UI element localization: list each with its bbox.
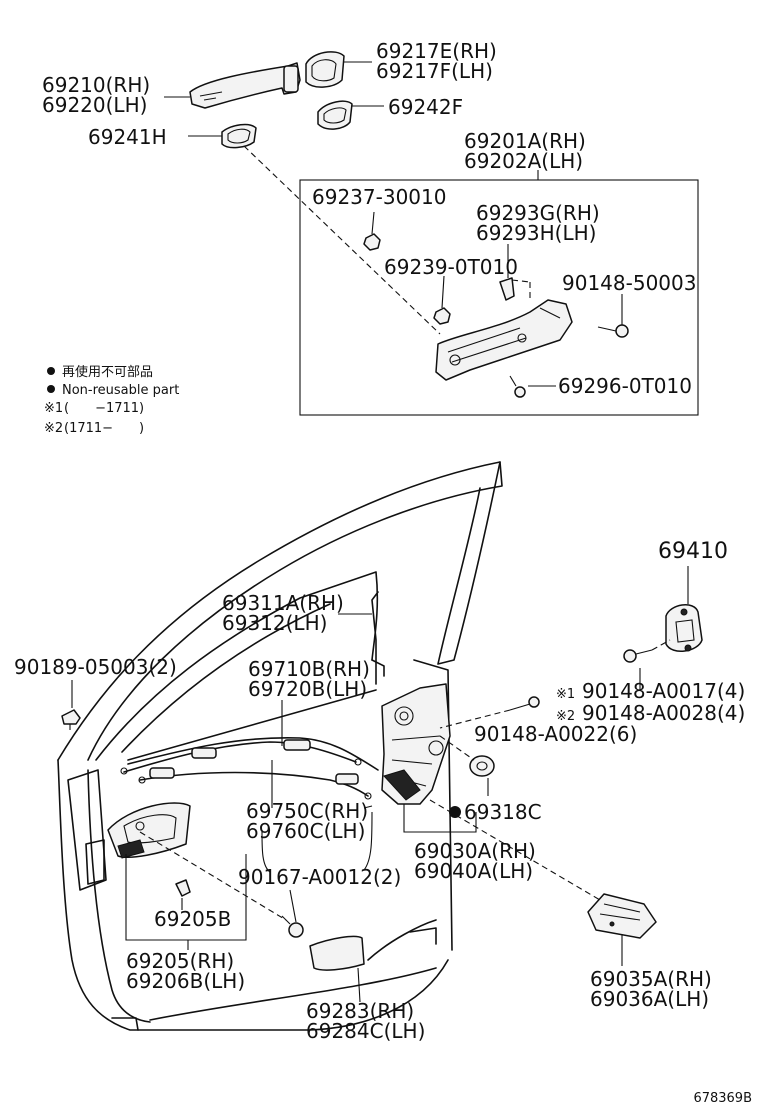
label-69035-rh: 69035A(RH) bbox=[590, 967, 712, 991]
label-69030-lh: 69040A(LH) bbox=[414, 859, 533, 883]
label-69201-lh: 69202A(LH) bbox=[464, 149, 583, 173]
legend-note2: (1711− ) bbox=[64, 421, 144, 436]
outside-handle-drawing bbox=[189, 62, 301, 109]
label-69283-rh: 69283(RH) bbox=[306, 999, 414, 1023]
label-69241: 69241H bbox=[88, 125, 167, 149]
label-90167: 90167-A0012(2) bbox=[238, 865, 401, 889]
label-69217-lh: 69217F(LH) bbox=[376, 59, 493, 83]
label-69311-lh: 69312(LH) bbox=[222, 611, 327, 635]
striker-69410-drawing bbox=[665, 604, 703, 652]
label-90148-A0028: 90148-A0028(4) bbox=[582, 701, 745, 725]
nut-69237-drawing bbox=[363, 233, 381, 251]
label-69311-rh: 69311A(RH) bbox=[222, 591, 344, 615]
label-69293-lh: 69293H(LH) bbox=[476, 221, 596, 245]
label-69239: 69239-0T010 bbox=[384, 255, 518, 279]
legend-note1-mark: ※1 bbox=[44, 401, 63, 416]
label-69283-lh: 69284C(LH) bbox=[306, 1019, 425, 1043]
bracket-69035-drawing bbox=[587, 893, 657, 939]
screw-90167-drawing bbox=[281, 915, 304, 938]
legend-bullet-icon bbox=[47, 385, 55, 393]
label-69201-rh: 69201A(RH) bbox=[464, 129, 586, 153]
pad-69241-drawing bbox=[221, 123, 257, 149]
clip-69205B-drawing bbox=[175, 879, 191, 897]
bolt-90148-drawing bbox=[509, 696, 540, 711]
label-note2-mark: ※2 bbox=[556, 709, 575, 724]
legend-bullet-icon bbox=[47, 367, 55, 375]
label-69293-rh: 69293G(RH) bbox=[476, 201, 600, 225]
screw-90148-50003-drawing bbox=[597, 324, 629, 338]
label-90148-A0022: 90148-A0022(6) bbox=[474, 722, 637, 746]
label-69210-rh: 69210(RH) bbox=[42, 73, 150, 97]
door-frame-drawing bbox=[57, 461, 503, 1031]
clip-90189-drawing bbox=[61, 709, 81, 730]
label-90148-A0017: 90148-A0017(4) bbox=[582, 679, 745, 703]
grommet-69318-drawing bbox=[469, 755, 495, 777]
cables-drawing bbox=[120, 736, 379, 800]
label-69296: 69296-0T010 bbox=[558, 374, 692, 398]
non-reusable-icon bbox=[449, 806, 461, 818]
label-69205-lh: 69206B(LH) bbox=[126, 969, 245, 993]
label-69710-lh: 69720B(LH) bbox=[248, 677, 367, 701]
screw-69296-drawing bbox=[509, 375, 526, 398]
label-69210-lh: 69220(LH) bbox=[42, 93, 147, 117]
label-90148-50003: 90148-50003 bbox=[562, 271, 696, 295]
label-69242: 69242F bbox=[388, 95, 463, 119]
legend-en: Non-reusable part bbox=[62, 383, 179, 398]
label-69205-rh: 69205(RH) bbox=[126, 949, 234, 973]
rod-69311-drawing bbox=[371, 591, 385, 685]
label-69205B: 69205B bbox=[154, 907, 231, 931]
label-69750-lh: 69760C(LH) bbox=[246, 819, 365, 843]
label-69318: 69318C bbox=[464, 800, 542, 824]
label-69410: 69410 bbox=[658, 539, 728, 564]
nut-69239-drawing bbox=[433, 307, 451, 325]
door-lock-drawing bbox=[381, 683, 451, 805]
label-69030-rh: 69030A(RH) bbox=[414, 839, 536, 863]
diagram-id: 678369B bbox=[693, 1091, 752, 1106]
legend-note2-mark: ※2 bbox=[44, 421, 63, 436]
screw-striker-drawing bbox=[623, 649, 653, 663]
legend-jp: 再使用不可部品 bbox=[62, 364, 153, 380]
trim-69283-drawing bbox=[309, 935, 365, 971]
label-69217-rh: 69217E(RH) bbox=[376, 39, 497, 63]
handle-cap-drawing bbox=[305, 51, 345, 88]
label-69750-rh: 69750C(RH) bbox=[246, 799, 368, 823]
label-90189: 90189-05003(2) bbox=[14, 655, 177, 679]
frame-bracket-drawing bbox=[435, 277, 573, 381]
legend: 再使用不可部品 Non-reusable part ※1 ( −1711) ※2… bbox=[44, 364, 179, 436]
label-69710-rh: 69710B(RH) bbox=[248, 657, 370, 681]
label-note1-mark: ※1 bbox=[556, 687, 575, 702]
label-69237: 69237-30010 bbox=[312, 185, 446, 209]
assembly-frame bbox=[299, 179, 699, 416]
label-69035-lh: 69036A(LH) bbox=[590, 987, 709, 1011]
inside-handle-drawing bbox=[107, 802, 191, 859]
pad-69242-drawing bbox=[317, 100, 353, 130]
legend-note1: ( −1711) bbox=[64, 401, 144, 416]
